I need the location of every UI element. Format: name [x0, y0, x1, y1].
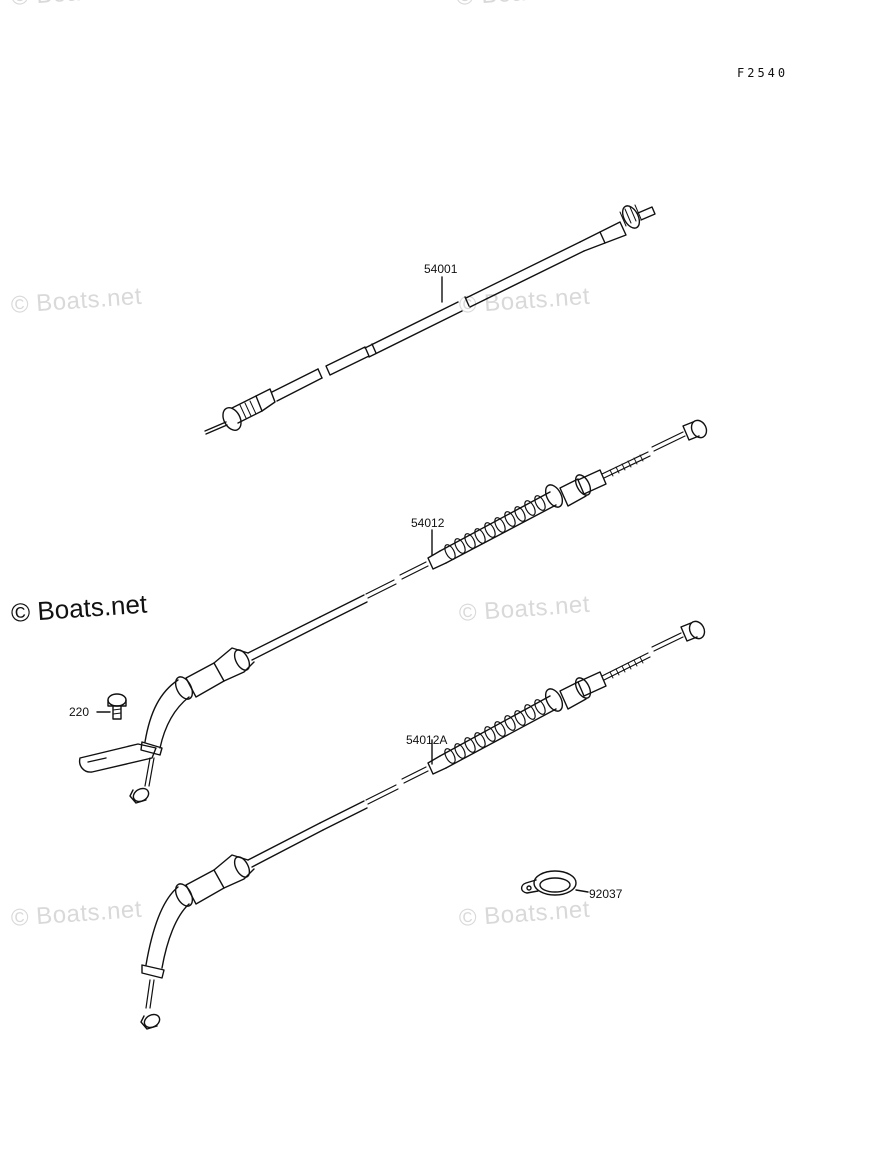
callout-220: 220: [69, 705, 90, 719]
callout-92037: 92037: [589, 887, 623, 901]
clamp-92037: [520, 870, 589, 896]
throttle-cable-lower: [140, 620, 706, 1030]
callout-54001: 54001: [424, 262, 458, 276]
callout-54012A: 54012A: [406, 733, 448, 747]
figure-code: F2540: [737, 66, 789, 80]
speedometer-cable: [204, 204, 656, 435]
screw-220: [96, 693, 127, 720]
throttle-cable-upper: [78, 419, 708, 804]
callout-54012: 54012: [411, 516, 445, 530]
